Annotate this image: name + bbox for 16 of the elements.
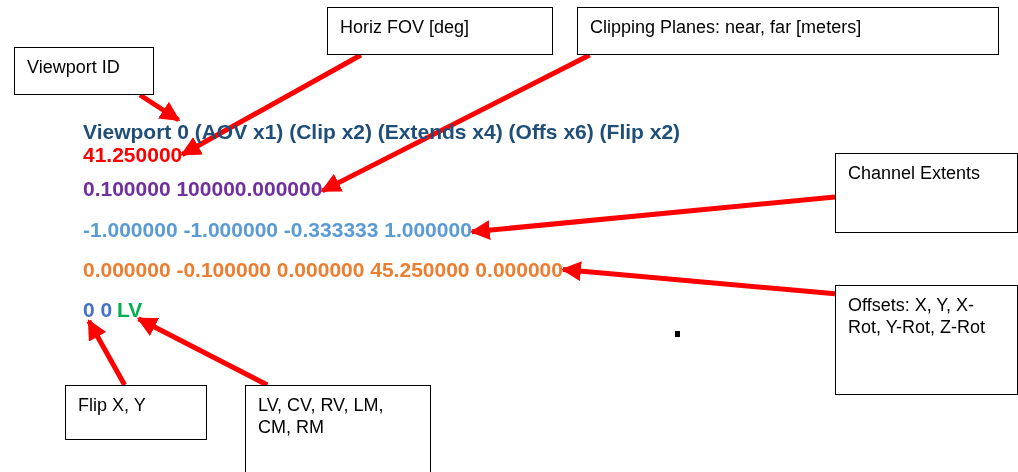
- callout-box: Horiz FOV [deg]: [327, 7, 553, 55]
- callout-box: Offsets: X, Y, X-Rot, Y-Rot, Z-Rot: [835, 285, 1018, 395]
- arrow: [561, 261, 836, 297]
- arrow: [86, 319, 127, 387]
- value-text: 0.000000 -0.100000 0.000000 45.250000 0.000000: [83, 258, 563, 282]
- callout-box: Viewport ID: [14, 47, 154, 95]
- callout-box: Clipping Planes: near, far [meters]: [577, 7, 999, 55]
- value-text: 41.250000: [83, 143, 183, 167]
- callout-box: Flip X, Y: [65, 385, 207, 440]
- value-text: 0.100000 100000.000000: [83, 177, 323, 201]
- callout-box: LV, CV, RV, LM, CM, RM: [245, 385, 431, 472]
- arrow: [469, 194, 836, 241]
- callout-box: Channel Extents: [835, 153, 1018, 233]
- value-text: LV: [117, 298, 143, 322]
- value-text: -1.000000 -1.000000 -0.333333 1.000000: [83, 218, 472, 242]
- value-text: 0 0: [83, 298, 113, 322]
